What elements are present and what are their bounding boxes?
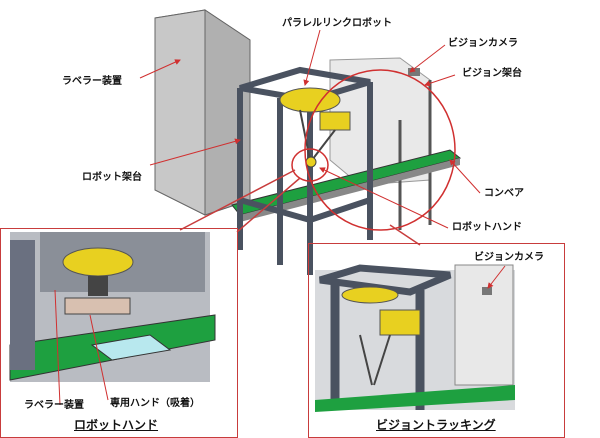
inset-label-vision-camera: ビジョンカメラ — [474, 252, 544, 263]
robot-frame — [237, 66, 373, 275]
caption-vision-tracking: ビジョントラッキング — [376, 418, 496, 432]
vision-tracking-inset — [308, 243, 565, 438]
inset-label-special-hand: 専用ハンド（吸着） — [110, 398, 200, 409]
label-vision-camera: ビジョンカメラ — [448, 38, 518, 49]
label-vision-frame: ビジョン架台 — [462, 68, 522, 79]
callout-arrows — [139, 29, 481, 229]
vision-tracking-closeup — [315, 264, 515, 412]
label-robot-hand: ロボットハンド — [452, 222, 522, 233]
caption-robot-hand: ロボットハンド — [74, 418, 159, 432]
label-parallel-robot: パラレルリンクロボット — [282, 18, 392, 29]
vision-frame — [329, 57, 432, 230]
parallel-robot — [279, 87, 351, 168]
robot-hand-closeup — [9, 232, 216, 406]
label-conveyor: コンベア — [484, 188, 524, 199]
label-labeler: ラベラー装置 — [62, 76, 122, 87]
labeler-unit — [154, 9, 251, 216]
label-robot-frame: ロボット架台 — [82, 172, 142, 183]
inset-label-labeler: ラベラー装置 — [24, 400, 84, 411]
